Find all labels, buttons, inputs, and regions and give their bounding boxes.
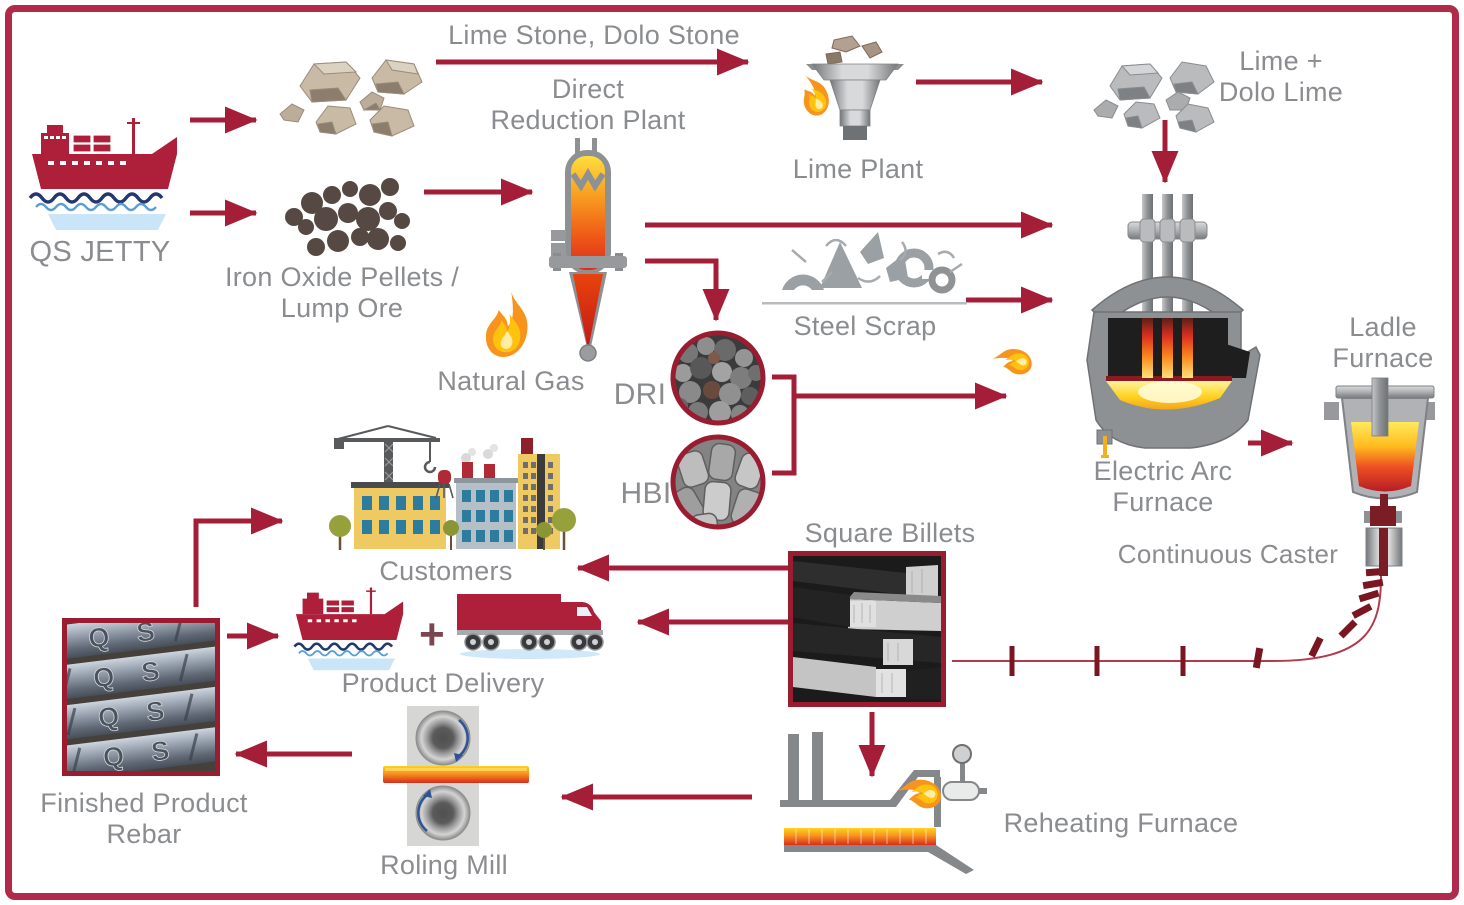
square-billets-photo	[788, 551, 946, 707]
ladle-furnace-icon	[1316, 377, 1440, 578]
label-drp: Direct Reduction Plant	[490, 74, 685, 135]
label-lime-dolo-line1: Lime +	[1239, 46, 1323, 76]
steel-scrap-icon	[762, 228, 967, 308]
caster-strand-line	[952, 575, 1382, 662]
dri-hbi-bracket	[772, 374, 797, 476]
delivery-ship-icon	[290, 580, 412, 680]
label-reheating: Reheating Furnace	[1003, 808, 1239, 838]
iron-pellets-icon	[282, 175, 417, 270]
tree-icon	[329, 508, 576, 550]
label-billets: Square Billets	[804, 518, 976, 548]
label-customers: Customers	[379, 556, 513, 586]
label-caster: Continuous Caster	[1117, 539, 1339, 569]
label-rolling-mill: Roling Mill	[380, 850, 508, 880]
reheating-furnace-icon	[778, 722, 990, 874]
hbi-photo	[668, 432, 768, 532]
eaf-electrodes	[1127, 194, 1208, 324]
label-iron-oxide: Iron Oxide Pellets / Lump Ore	[225, 262, 459, 323]
label-hbi: HBI	[620, 477, 672, 510]
caster-rollers	[1009, 567, 1387, 676]
label-eaf: Electric Arc Furnace	[1094, 456, 1233, 517]
plus-sign: +	[419, 610, 445, 659]
limestone-rocks-icon	[272, 48, 437, 143]
lime-dolo-rocks-icon	[1086, 52, 1236, 144]
rolling-mill-icon	[383, 704, 529, 846]
label-rebar: Finished Product Rebar	[40, 788, 247, 849]
lime-plant-icon	[782, 35, 917, 148]
label-eaf-line2: Furnace	[1112, 486, 1214, 517]
rebar-photo: Q S Q S Q S Q S	[62, 618, 220, 776]
eaf-flame-icon	[985, 338, 1043, 382]
cargo-ship-icon	[24, 108, 189, 243]
dri-photo	[668, 328, 768, 428]
label-lime-stone: Lime Stone, Dolo Stone	[448, 20, 740, 50]
label-ladle-line2: Furnace	[1332, 342, 1434, 373]
label-lime-dolo: Lime + Dolo Lime	[1219, 46, 1343, 107]
delivery-truck-icon	[455, 588, 607, 660]
label-drp-line1: Direct	[551, 74, 625, 104]
label-lime-plant: Lime Plant	[792, 154, 924, 184]
label-eaf-line1: Electric Arc	[1093, 456, 1233, 486]
label-steel-scrap: Steel Scrap	[793, 311, 937, 341]
customers-city-icon	[318, 424, 576, 554]
label-ladle-line1: Ladle	[1349, 312, 1417, 342]
electric-arc-furnace-icon	[1070, 192, 1265, 460]
crane-icon	[334, 425, 440, 488]
label-ladle: Ladle Furnace	[1332, 312, 1433, 373]
natural-gas-flame-icon	[482, 292, 537, 364]
label-drp-line2: Reduction Plant	[490, 104, 686, 135]
direct-reduction-plant-icon	[543, 132, 633, 362]
label-rebar-line1: Finished Product	[40, 788, 248, 818]
arrow-rebar-to-customers	[193, 507, 284, 607]
label-natural-gas: Natural Gas	[437, 366, 585, 396]
arrow-drp-to-dri	[645, 258, 730, 322]
water-tower-icon	[435, 470, 454, 499]
label-lime-dolo-line2: Dolo Lime	[1218, 76, 1344, 107]
label-iron-oxide-line1: Iron Oxide Pellets /	[224, 262, 460, 292]
label-iron-oxide-line2: Lump Ore	[280, 292, 404, 323]
label-qs-jetty: QS JETTY	[29, 236, 171, 268]
label-delivery: Product Delivery	[341, 668, 545, 698]
label-rebar-line2: Rebar	[106, 818, 182, 849]
label-dri: DRI	[613, 378, 667, 411]
